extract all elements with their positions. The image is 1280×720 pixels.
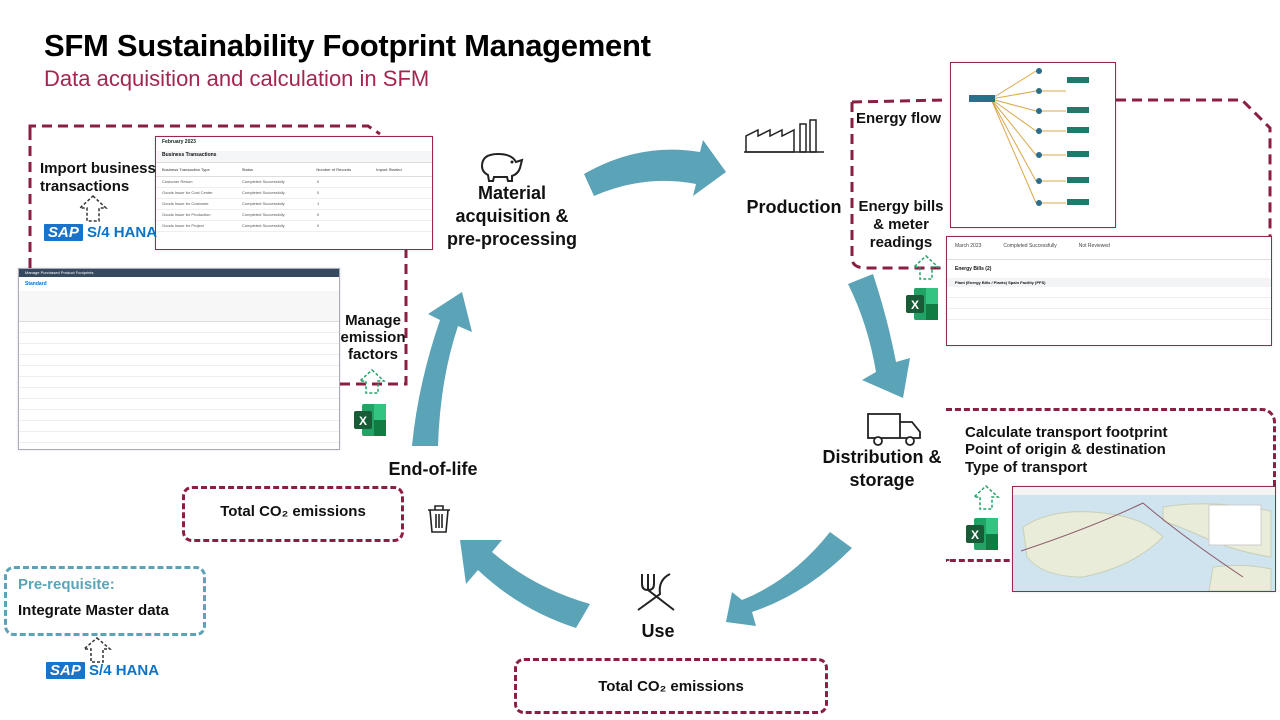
upload-arrow-icon (972, 484, 1000, 510)
table-row (19, 432, 339, 443)
excel-icon: X (966, 518, 998, 550)
production-dashed-right (1116, 98, 1272, 236)
transport-map-screenshot (1012, 486, 1276, 592)
excel-icon: X (354, 404, 386, 436)
fork-knife-icon (637, 573, 675, 611)
truck-icon (867, 413, 921, 446)
stage-use: Use (641, 621, 675, 641)
business-shot-section: Business Transactions (156, 151, 432, 163)
business-shot-title: February 2023 (162, 139, 196, 145)
pig-icon (480, 152, 524, 182)
arrow-distribution-to-use (726, 532, 852, 626)
table-row (19, 366, 339, 377)
upload-arrow-icon (82, 637, 112, 663)
energy-bills-label: Energy bills & meter readings (858, 198, 944, 251)
import-dashed-outline (28, 124, 381, 136)
page-subtitle: Data acquisition and calculation in SFM (44, 66, 430, 91)
energy-shot-group: Plant (Energy Bills / Plants) Spain Faci… (947, 278, 1271, 287)
point-origin-label: Point of origin & destination (965, 441, 1166, 458)
sap-logo: SAP S/4 HANA (46, 662, 159, 679)
table-row (19, 355, 339, 366)
table-row (19, 377, 339, 388)
table-row (19, 333, 339, 344)
production-dashed-top (851, 98, 947, 104)
trash-icon (428, 505, 450, 533)
stage-production: Production (746, 197, 842, 217)
stage-material: Material acquisition & pre-processing (446, 183, 578, 249)
energy-shot-review: Not Reviewed (1078, 243, 1110, 249)
stage-distribution: Distribution & storage (822, 447, 942, 490)
table-row (19, 344, 339, 355)
arrow-production-to-distribution (848, 274, 910, 398)
energy-shot-status: Completed Successfully (1003, 243, 1057, 249)
upload-arrow-icon (78, 194, 108, 222)
prereq-text: Integrate Master data (18, 602, 169, 619)
upload-arrow-icon (358, 368, 386, 394)
arrow-use-to-eol (460, 540, 590, 628)
emission-dashed-outline (340, 248, 408, 386)
arrow-eol-to-material (412, 292, 472, 446)
svg-text:X: X (911, 298, 919, 312)
business-shot-header: Business Transaction Type Status Number … (156, 163, 432, 177)
type-transport-label: Type of transport (965, 459, 1088, 476)
energy-flow-chart (969, 68, 1089, 206)
manage-emission-label: Manage emission factors (340, 312, 406, 363)
factory-icon (744, 119, 824, 153)
energy-flow-screenshot (950, 62, 1116, 228)
arrow-material-to-production (584, 140, 726, 196)
import-business-label: Import business transactions (40, 160, 156, 195)
table-row (19, 421, 339, 432)
energy-flow-label: Energy flow (856, 110, 942, 127)
energy-shot-period: March 2023 (955, 243, 982, 249)
upload-arrow-icon (912, 254, 940, 280)
emission-shot-title: Manage Purchased Product Footprints (19, 269, 339, 277)
emission-factors-screenshot: Manage Purchased Product Footprints Stan… (18, 268, 340, 450)
emission-shot-rows (19, 322, 339, 443)
map-image (1013, 487, 1275, 591)
page-title: SFM Sustainability Footprint Management (44, 28, 651, 63)
table-row (19, 388, 339, 399)
calc-transport-label: Calculate transport footprint (965, 424, 1168, 441)
use-emissions-box (514, 658, 828, 714)
use-emissions-label: Total CO₂ emissions (598, 678, 744, 695)
eol-emissions-label: Total CO₂ emissions (220, 503, 366, 520)
energy-shot-section: Energy Bills (2) (955, 266, 992, 272)
sap-logo: SAP S/4 HANA (44, 224, 157, 241)
prereq-title: Pre-requisite: (18, 576, 115, 593)
excel-icon: X (906, 288, 938, 320)
eol-emissions-box (182, 486, 404, 542)
prerequisite-box (4, 566, 206, 636)
svg-text:X: X (359, 414, 367, 428)
table-row (19, 322, 339, 333)
svg-text:X: X (971, 528, 979, 542)
business-transactions-screenshot: February 2023 Business Transactions Busi… (155, 136, 433, 250)
energy-bills-screenshot: March 2023 Completed Successfully Not Re… (946, 236, 1272, 346)
table-row (19, 410, 339, 421)
emission-shot-view: Standard (25, 281, 47, 287)
stage-end-of-life: End-of-life (388, 459, 478, 479)
production-dashed-outline (850, 102, 946, 270)
table-row (19, 399, 339, 410)
